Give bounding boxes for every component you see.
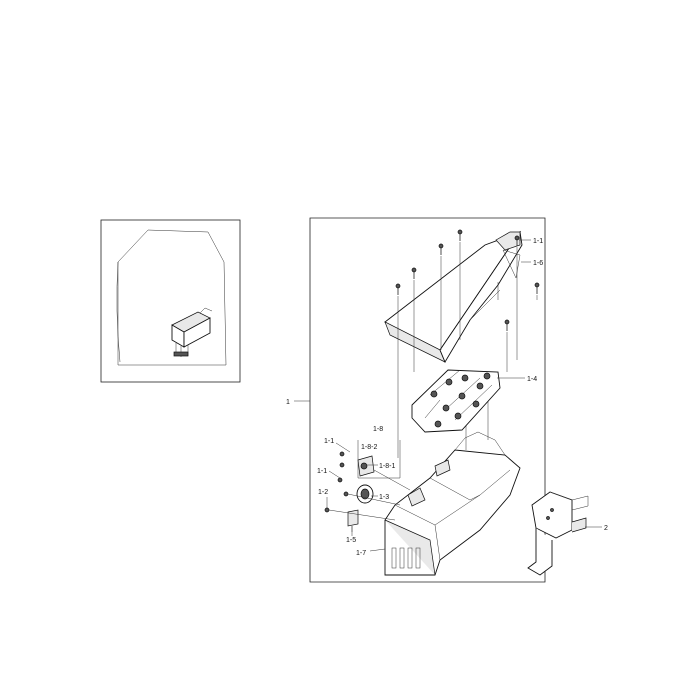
screw-icon: [514, 235, 520, 246]
screw-group-side: [324, 451, 349, 513]
screw-icon: [324, 507, 330, 513]
callout-1-8-2: 1-8-2: [361, 444, 377, 451]
callout-1-1-top: 1-1: [533, 238, 543, 245]
callout-1-6: 1-6: [533, 260, 543, 267]
callout-1-5: 1-5: [346, 537, 356, 544]
callout-labels: 1 1-1 1-6 1-4 1-8 1-8-2 1-1 1-8-1 1-1 1-…: [286, 238, 608, 557]
leader-lines: [294, 239, 602, 552]
callout-1-4: 1-4: [527, 376, 537, 383]
screw-icon: [337, 477, 343, 483]
heater-cover-part: [384, 230, 523, 363]
callout-1-8-1: 1-8-1: [379, 463, 395, 470]
callout-1-7: 1-7: [356, 550, 366, 557]
main-assembly-frame: [309, 217, 546, 583]
screw-icon: [395, 283, 401, 295]
screw-icon: [504, 319, 510, 331]
callout-1-3: 1-3: [379, 494, 389, 501]
thermostat-1-8-part: [357, 455, 375, 477]
callout-1: 1: [286, 399, 290, 406]
callout-1-1-middle-left: 1-1: [317, 468, 327, 475]
inset-box: [100, 219, 241, 383]
screw-group-top: [395, 229, 540, 331]
bracket-part: [527, 491, 589, 576]
screw-icon: [339, 451, 345, 457]
heater-housing-part: [384, 431, 521, 576]
screw-icon: [411, 267, 417, 279]
heater-element-part: [411, 369, 501, 433]
screw-icon: [343, 491, 349, 497]
callout-1-2: 1-2: [318, 489, 328, 496]
screw-icon: [534, 282, 540, 294]
screw-icon: [457, 229, 463, 241]
thermostat-1-3-part: [356, 484, 374, 504]
callout-1-1-upper-left: 1-1: [324, 438, 334, 445]
callout-1-8: 1-8: [373, 426, 383, 433]
screw-icon: [438, 243, 444, 255]
screw-icon: [339, 462, 345, 468]
inset-heater-thumbnail: [171, 307, 213, 357]
callout-2: 2: [604, 525, 608, 532]
